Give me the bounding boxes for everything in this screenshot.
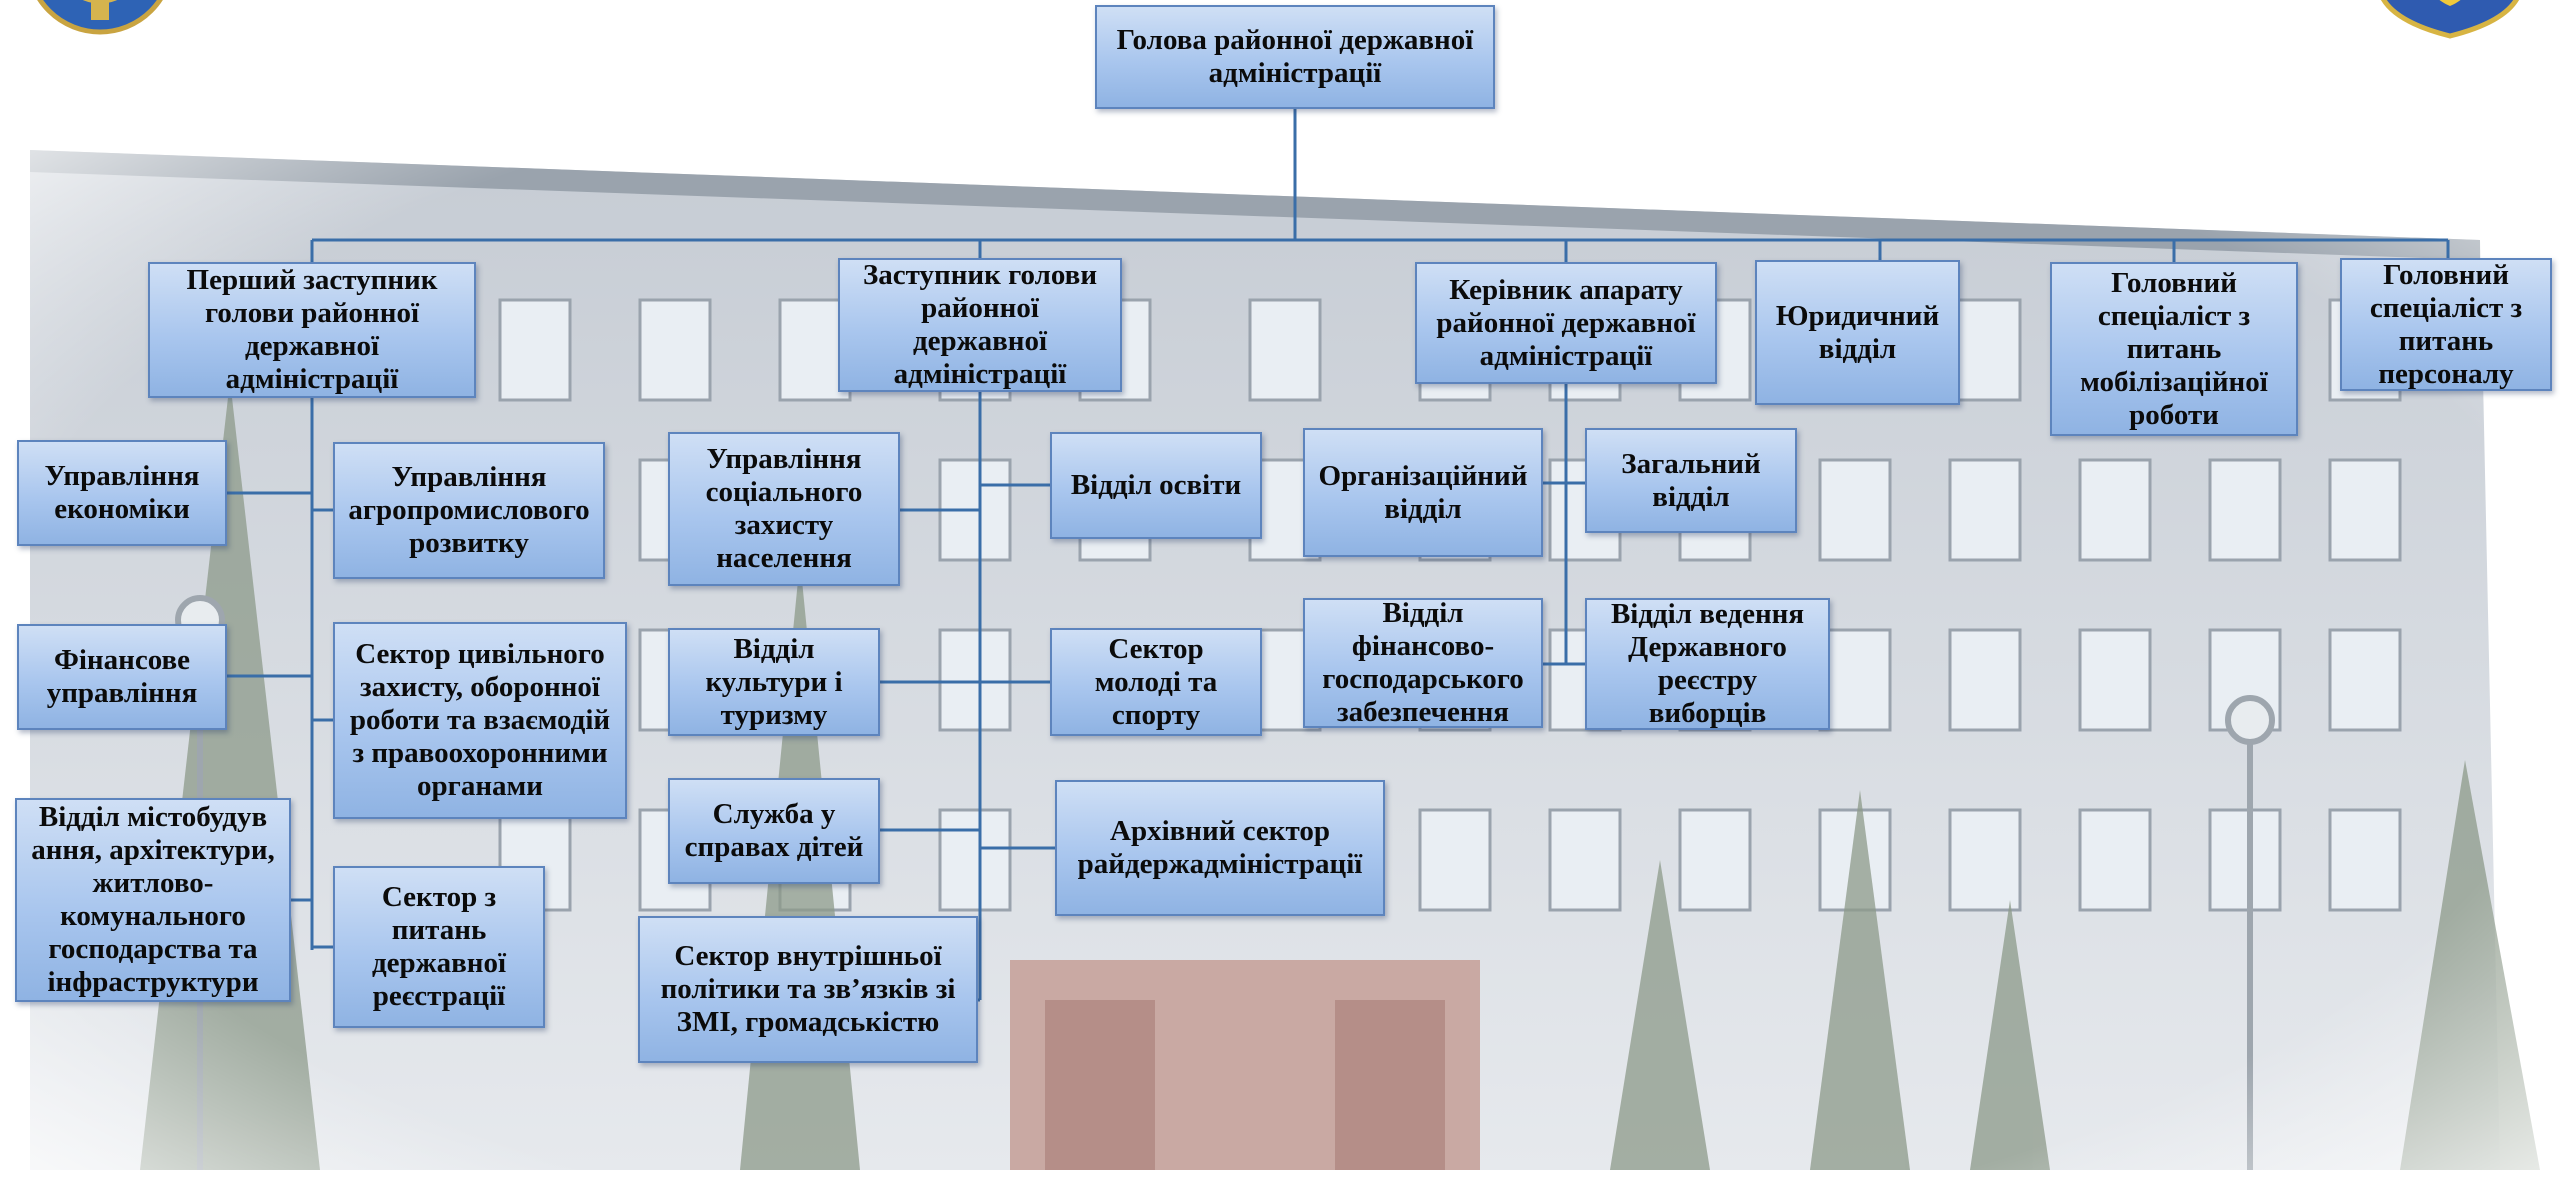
- head-of-administration: Голова районної державної адміністрації: [1095, 5, 1495, 109]
- coat-of-arms-emblem: [25, 0, 175, 40]
- chief-of-staff: Керівник апарату районної державної адмі…: [1415, 262, 1717, 384]
- mobilization-specialist: Головний спеціаліст з питань мобілізацій…: [2050, 262, 2298, 436]
- youth-sports-sector: Сектор молоді та спорту: [1050, 628, 1262, 736]
- financial-economic-department: Відділ фінансово- господарського забезпе…: [1303, 598, 1543, 728]
- state-registration-sector: Сектор з питань державної реєстрації: [333, 866, 545, 1028]
- first-deputy-head: Перший заступник голови районної державн…: [148, 262, 476, 398]
- voter-registry-department: Відділ ведення Державного реєстру виборц…: [1585, 598, 1830, 730]
- children-affairs-service: Служба у справах дітей: [668, 778, 880, 884]
- agro-department: Управління агропромислового розвитку: [333, 442, 605, 579]
- internal-policy-sector: Сектор внутрішньої політики та зв’язків …: [638, 916, 978, 1063]
- deputy-head: Заступник голови районної державної адмі…: [838, 258, 1122, 392]
- coat-of-arms-shield: [2370, 0, 2530, 40]
- general-department: Загальний відділ: [1585, 428, 1797, 533]
- education-department: Відділ освіти: [1050, 432, 1262, 539]
- social-protection-department: Управління соціального захисту населення: [668, 432, 900, 586]
- organizational-department: Організаційний відділ: [1303, 428, 1543, 557]
- personnel-specialist: Головний спеціаліст з питань персоналу: [2340, 258, 2552, 391]
- culture-tourism-department: Відділ культури і туризму: [668, 628, 880, 736]
- legal-department: Юридичний відділ: [1755, 260, 1960, 405]
- archive-sector: Архівний сектор райдержадміністрації: [1055, 780, 1385, 916]
- urban-planning-department: Відділ містобудув ання, архітектури, жит…: [15, 798, 291, 1002]
- civil-defense-sector: Сектор цивільного захисту, оборонної роб…: [333, 622, 627, 819]
- finance-department: Фінансове управління: [17, 624, 227, 730]
- economy-department: Управління економіки: [17, 440, 227, 546]
